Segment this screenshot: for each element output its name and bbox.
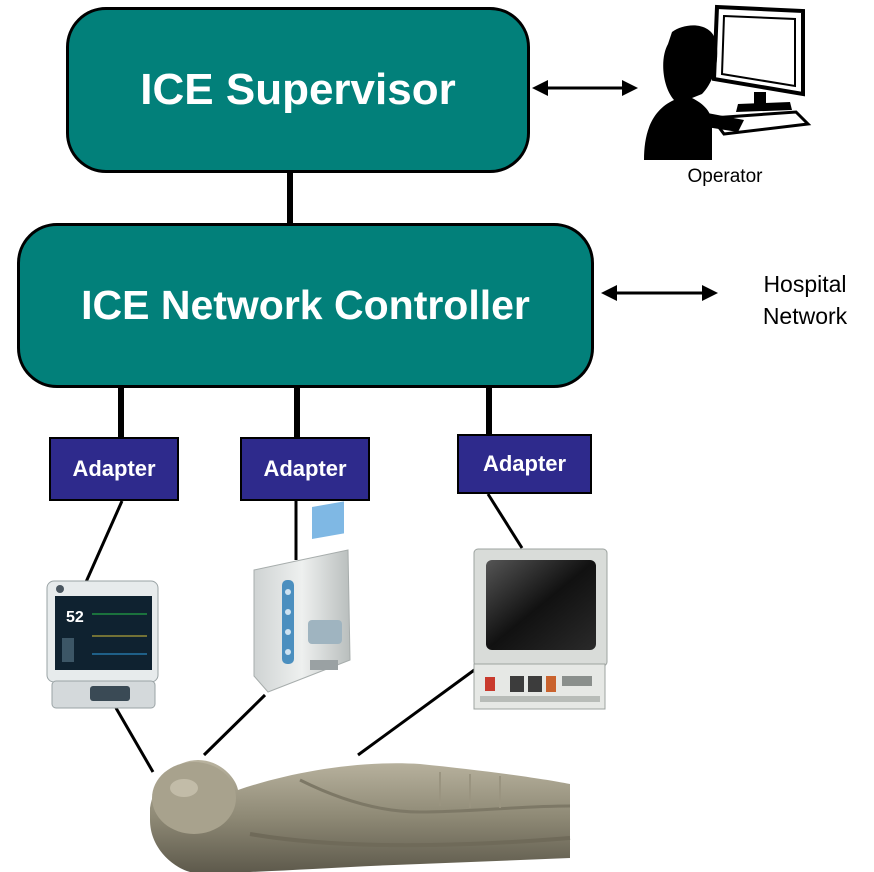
ice-network-controller-block: ICE Network Controller [17,223,594,388]
ice-network-controller-label: ICE Network Controller [81,282,530,328]
hospital-network-double-arrow [601,285,718,301]
patient-monitor-device-icon: 52 [46,580,159,709]
device-1-patient-link [114,707,155,773]
hospital-network-line-1: Hospital [763,271,847,297]
adapter-block-2: Adapter [240,437,370,501]
adapter-block-3: Adapter [457,434,592,494]
adapter-label: Adapter [72,456,156,481]
infusion-pump-device-icon [253,501,351,693]
monitor-reading: 52 [66,609,84,626]
ice-supervisor-label: ICE Supervisor [140,65,456,114]
adapter-label: Adapter [482,451,567,476]
vital-signs-monitor-device-icon [473,548,608,710]
hospital-network-label: Hospital Network [738,268,872,332]
operator-double-arrow [532,80,638,96]
device-3-patient-link [357,666,478,757]
patient-figure-illustration [150,760,571,872]
device-2-patient-link [202,693,267,757]
adapter-3-device-link [486,493,524,549]
adapter-1-device-link [84,500,124,583]
adapter-block-1: Adapter [49,437,179,501]
hospital-network-line-2: Network [762,303,848,329]
adapter-label: Adapter [263,456,347,481]
operator-label: Operator [687,166,763,187]
ice-supervisor-block: ICE Supervisor [66,7,530,173]
operator-computer-icon [644,4,812,160]
